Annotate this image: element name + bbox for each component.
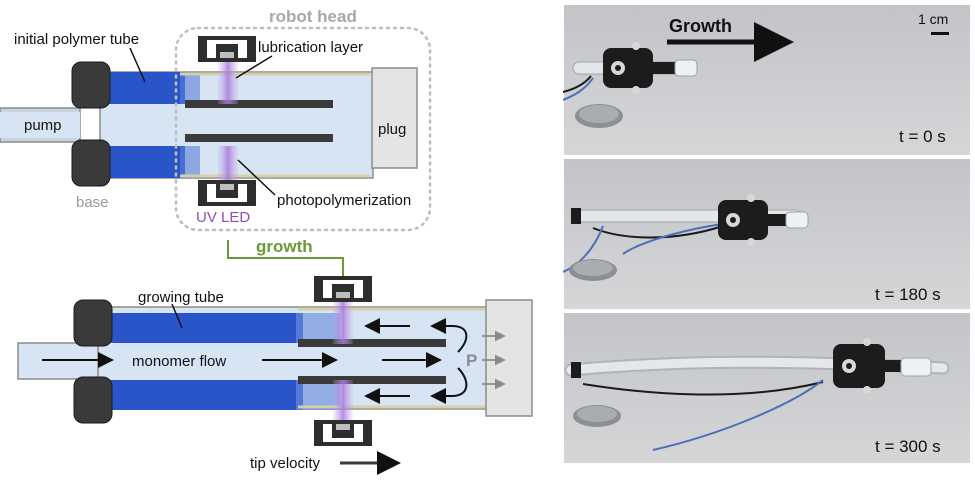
time-label-t300: t = 300 s <box>875 437 941 456</box>
plug-label: plug <box>378 121 406 138</box>
photo-panel-t0: Growth 1 cm t = 0 s <box>563 4 971 157</box>
scale-bar-label: 1 cm <box>918 11 948 27</box>
photo-panel-t180: t = 180 s <box>563 157 971 311</box>
robot-head-photo-t300 <box>833 344 885 388</box>
scale-bar <box>931 32 949 35</box>
growing-inner-wall-lower <box>298 376 446 384</box>
robot-head-photo-t180 <box>718 200 768 240</box>
photo-growth-label: Growth <box>669 16 732 36</box>
growing-uv-led-housing-upper <box>314 276 372 302</box>
flow-arrow-loop-lower <box>430 367 468 404</box>
initial-polymer-tube-label: initial polymer tube <box>14 31 139 48</box>
plug-block <box>371 67 418 169</box>
base-clamp-lower <box>71 139 111 187</box>
uv-led-housing-upper <box>198 36 256 62</box>
growing-uv-beam-upper <box>333 290 353 344</box>
growing-tube-lower <box>105 380 303 410</box>
photopolymerization-label: photopolymerization <box>277 192 411 209</box>
polymer-tube-lower <box>105 146 185 178</box>
inner-wall-upper <box>185 100 333 108</box>
flow-arrow-loop-upper <box>430 318 468 353</box>
growth-connector: growth <box>227 237 344 276</box>
initial-state-schematic: robot head initial polymer tube lubricat… <box>0 7 432 232</box>
leader-initial-tube <box>129 47 146 83</box>
growing-plug-block <box>485 299 533 417</box>
lubrication-layer-label: lubrication layer <box>258 39 363 56</box>
robot-head-outline <box>174 26 432 232</box>
inner-wall-lower <box>185 134 333 142</box>
robot-head-label: robot head <box>269 7 357 26</box>
growing-inner-wall-upper <box>298 339 446 347</box>
tip-velocity-label: tip velocity <box>250 455 321 472</box>
growth-label: growth <box>256 237 313 256</box>
growing-base-clamp-lower <box>73 376 113 424</box>
growth-photo-sequence: Growth 1 cm t = 0 s t = 180 s <box>563 4 971 464</box>
base-label: base <box>76 194 109 211</box>
polymer-tube-upper <box>105 72 185 104</box>
growing-base-clamp-upper <box>73 299 113 347</box>
growing-tube-label: growing tube <box>138 289 224 306</box>
uv-beam-upper <box>218 54 238 104</box>
growth-schematic: robot head initial polymer tube lubricat… <box>0 7 533 475</box>
time-label-t0: t = 0 s <box>899 127 946 146</box>
uv-led-label: UV LED <box>196 209 250 226</box>
time-label-t180: t = 180 s <box>875 285 941 304</box>
photo-panel-t300: t = 300 s <box>563 311 971 464</box>
robot-head-photo-t0 <box>603 48 653 88</box>
pressure-label: P <box>466 351 477 370</box>
growing-uv-led-housing-lower <box>314 420 372 446</box>
uv-led-housing-lower <box>198 180 256 206</box>
leader-photopolymerization <box>237 159 276 196</box>
growing-tube-upper <box>105 313 303 343</box>
base-clamp-upper <box>71 61 111 109</box>
pump-pipe-fluid <box>0 112 80 138</box>
leader-lubrication <box>235 55 273 79</box>
monomer-flow-label: monomer flow <box>132 353 226 370</box>
growing-state-schematic: growing tube monomer flow P tip velocity <box>17 276 533 475</box>
leader-growing-tube <box>171 303 183 329</box>
pump-label: pump <box>24 117 62 134</box>
growth-connector-line <box>227 240 344 276</box>
